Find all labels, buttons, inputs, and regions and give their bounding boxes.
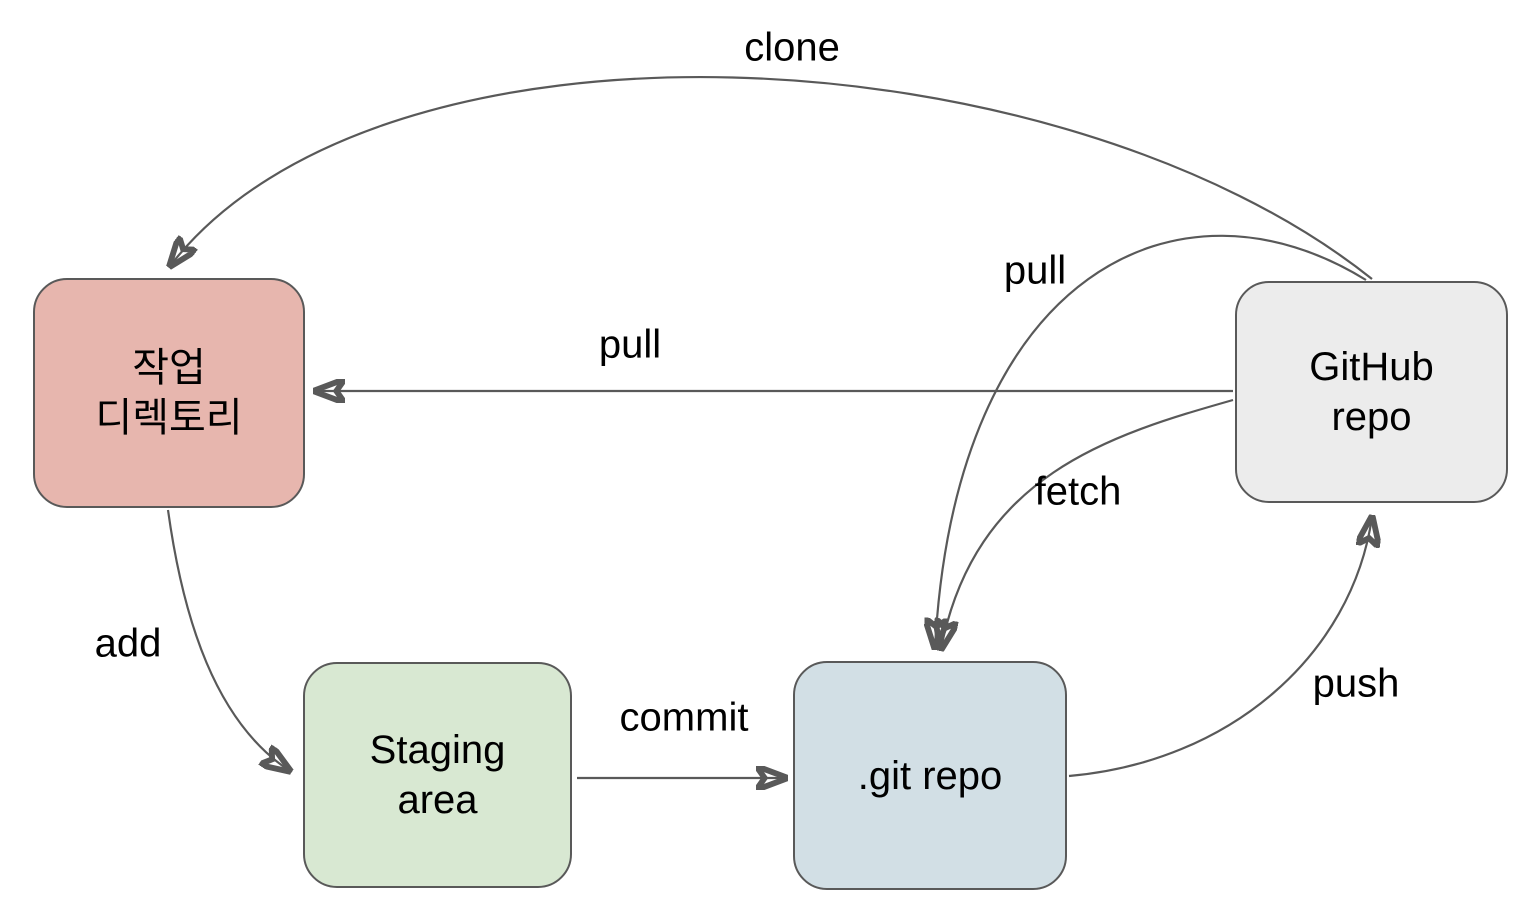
staging-area-node: Staging area (303, 662, 572, 888)
git-repo-label: .git repo (857, 753, 1003, 798)
clone-edge-label: clone (744, 25, 840, 70)
add-arrow (166, 509, 290, 771)
fetch-edge-label: fetch (1034, 469, 1122, 514)
clone-arrow (170, 75, 1373, 280)
github-repo-node: GitHub repo (1235, 281, 1508, 503)
add-edge-label: add (94, 621, 162, 666)
pull-to-gitrepo-edge-label: pull (1003, 248, 1067, 293)
push-edge-label: push (1312, 661, 1400, 706)
staging-area-label: Staging area (369, 728, 506, 822)
commit-edge-label: commit (619, 695, 749, 740)
git-repo-node: .git repo (793, 661, 1067, 890)
pull-to-working-edge-label: pull (598, 322, 662, 367)
fetch-arrow (941, 398, 1234, 649)
push-arrow (1068, 517, 1372, 778)
github-repo-label: GitHub repo (1309, 345, 1434, 439)
working-directory-label: 작업 디렉토리 (95, 346, 243, 440)
working-directory-node: 작업 디렉토리 (33, 278, 305, 508)
pull-to-gitrepo-arrow (935, 234, 1367, 648)
